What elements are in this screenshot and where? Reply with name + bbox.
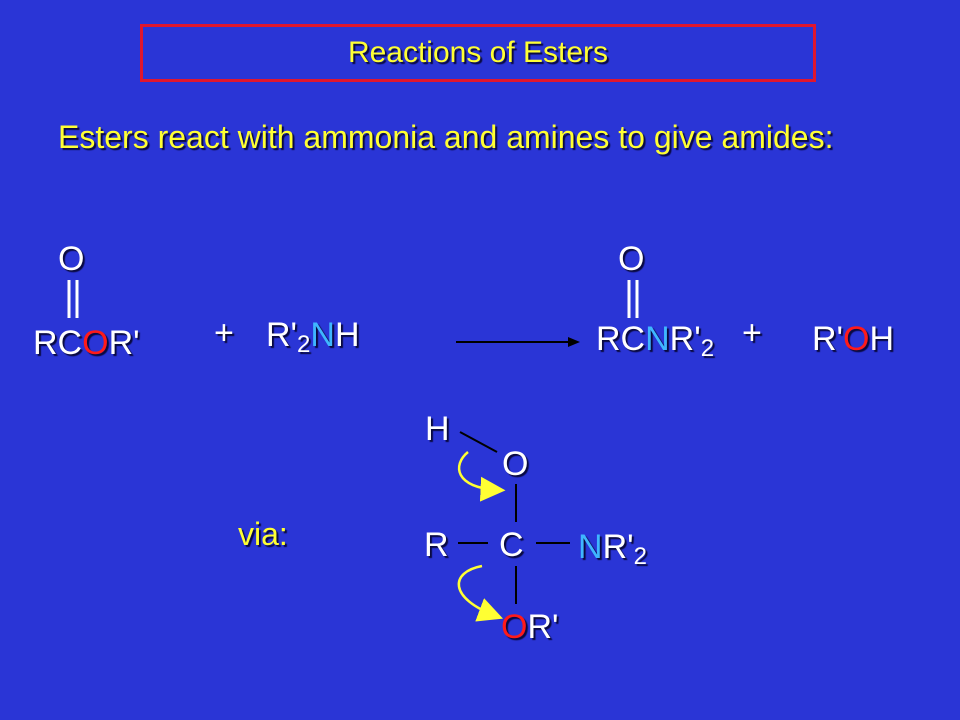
curved-arrow-upper	[458, 451, 506, 502]
amide-formula: RCNR'2	[596, 322, 714, 361]
amide-nitrogen: N	[645, 320, 670, 358]
intermediate-or: OR'	[501, 610, 559, 644]
via-label: via:	[238, 516, 288, 552]
ester-formula: RCOR'	[33, 326, 140, 360]
plus-sign-1: +	[214, 314, 234, 352]
intermediate-nr2-r-prime: R'	[602, 528, 634, 566]
alcohol-formula: R'OH	[812, 322, 894, 356]
amine-subscript: 2	[297, 331, 311, 358]
amide-subscript: 2	[700, 335, 715, 362]
intermediate-nr2-subscript: 2	[633, 543, 647, 570]
intermediate-hydrogen: H	[425, 410, 450, 448]
curved-arrow-lower	[457, 564, 504, 622]
alcohol-oxygen: O	[843, 320, 870, 358]
intermediate-nr2: NR'2	[578, 530, 647, 569]
plus-sign-2: +	[742, 314, 762, 352]
alcohol-r-prime: R'	[812, 320, 844, 358]
amine-n: N	[310, 316, 335, 354]
alcohol-h: H	[869, 320, 895, 358]
amine-h: H	[334, 316, 360, 354]
ester-carbonyl-oxygen: O	[58, 240, 85, 278]
intermediate-top-oxygen: O	[502, 445, 529, 483]
title-box: Reactions of Esters	[140, 24, 816, 82]
amide-r-prime: R'	[669, 320, 701, 358]
intermediate-or-r-prime: R'	[527, 608, 559, 646]
amine-r-prime: R'	[266, 316, 298, 354]
reaction-arrow-head	[568, 337, 580, 347]
ester-oxygen: O	[82, 324, 109, 362]
h-o-bond	[459, 431, 498, 453]
amide-rc: RC	[596, 320, 646, 358]
intermediate-carbon: C	[499, 526, 524, 564]
ester-rc: RC	[33, 324, 83, 362]
intermediate-nitrogen: N	[578, 528, 603, 566]
amine-formula: R'2NH	[266, 318, 360, 357]
amide-carbonyl-oxygen: O	[618, 240, 645, 278]
intermediate-bottom-oxygen: O	[501, 608, 528, 646]
slide-title: Reactions of Esters	[347, 36, 609, 69]
intermediate-r: R	[424, 526, 449, 564]
ester-r-prime: R'	[108, 324, 140, 362]
slide-subtitle: Esters react with ammonia and amines to …	[58, 119, 834, 155]
